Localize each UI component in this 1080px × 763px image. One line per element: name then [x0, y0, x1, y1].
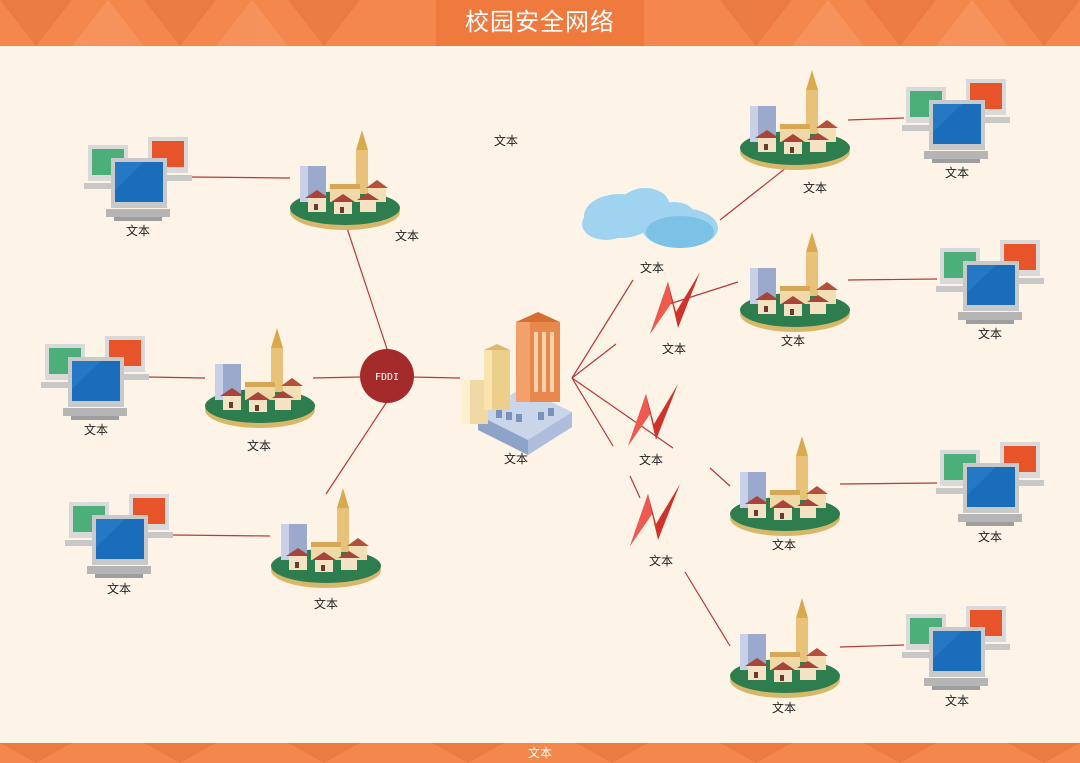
campus-icon: [730, 436, 840, 536]
cloud-icon: [582, 188, 718, 248]
campus-label-left-2: 文本: [246, 439, 272, 453]
campus-icon: [205, 328, 315, 428]
top-banner: [0, 0, 1080, 46]
campus-icon: [740, 70, 850, 170]
campus-label-right-3: 文本: [771, 538, 797, 552]
office-building-icon: [462, 312, 572, 455]
campus-icon: [271, 488, 381, 588]
computer-group-icon: [902, 606, 1010, 690]
computer-group-icon: [41, 336, 149, 420]
bottom-banner-pattern: [0, 743, 1080, 763]
campus-label-left-3: 文本: [313, 597, 339, 611]
computer-group-icon: [65, 494, 173, 578]
campus-label-right-2: 文本: [780, 334, 806, 348]
floating-label: 文本: [493, 134, 519, 148]
computer-group-icon: [936, 240, 1044, 324]
pc-label-left-1: 文本: [125, 224, 151, 238]
lightning-icon: [650, 272, 700, 334]
pc-label-right-1: 文本: [944, 166, 970, 180]
bolt-label-3: 文本: [648, 554, 674, 568]
fddi-hub-icon: FDDI: [360, 349, 414, 403]
campus-label-right-4: 文本: [771, 701, 797, 715]
computer-group-icon: [84, 137, 192, 221]
bolt-label-1: 文本: [661, 342, 687, 356]
pc-label-right-3: 文本: [977, 530, 1003, 544]
campus-label-right-1: 文本: [802, 181, 828, 195]
pc-label-right-2: 文本: [977, 327, 1003, 341]
pc-label-left-2: 文本: [83, 423, 109, 437]
computer-group-icon: [936, 442, 1044, 526]
top-banner-pattern: [0, 0, 1080, 46]
bolt-label-2: 文本: [638, 453, 664, 467]
center-building-label: 文本: [503, 452, 529, 466]
campus-icon: [290, 130, 400, 230]
campus-icon: [730, 598, 840, 698]
fddi-label: FDDI: [375, 372, 399, 383]
footer-text: 文本: [527, 746, 552, 760]
campus-label-left-1: 文本: [394, 229, 420, 243]
pc-label-right-4: 文本: [944, 694, 970, 708]
cloud-label: 文本: [639, 261, 665, 275]
campus-icon: [740, 232, 850, 332]
page-title: 校园安全网络: [465, 8, 615, 36]
bottom-banner: [0, 743, 1080, 763]
pc-label-left-3: 文本: [106, 582, 132, 596]
computer-group-icon: [902, 79, 1010, 163]
lightning-icon: [628, 384, 678, 446]
